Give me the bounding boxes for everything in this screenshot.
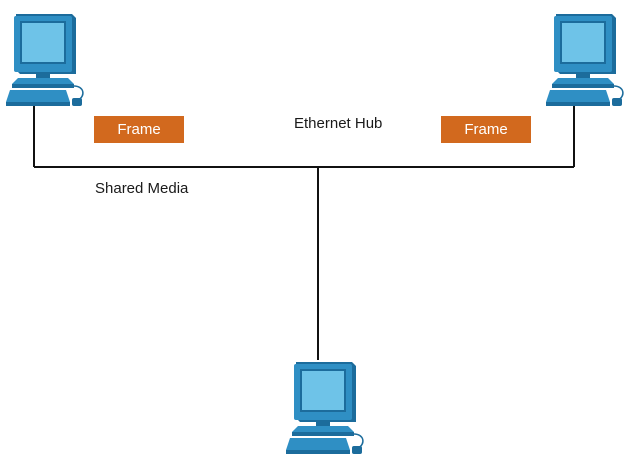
shared-media-bus: [33, 106, 575, 360]
desktop-computer-icon: [5, 13, 84, 107]
pc-top-right: [545, 13, 624, 107]
pc-bottom: [285, 361, 364, 455]
pc-top-left: [5, 13, 84, 107]
desktop-computer-icon: [545, 13, 624, 107]
desktop-computer-icon: [285, 361, 364, 455]
ethernet-hub-label: Ethernet Hub: [294, 115, 383, 132]
frame-box-left: Frame: [94, 116, 184, 143]
shared-media-label: Shared Media: [95, 180, 189, 197]
frame-box-right: Frame: [441, 116, 531, 143]
